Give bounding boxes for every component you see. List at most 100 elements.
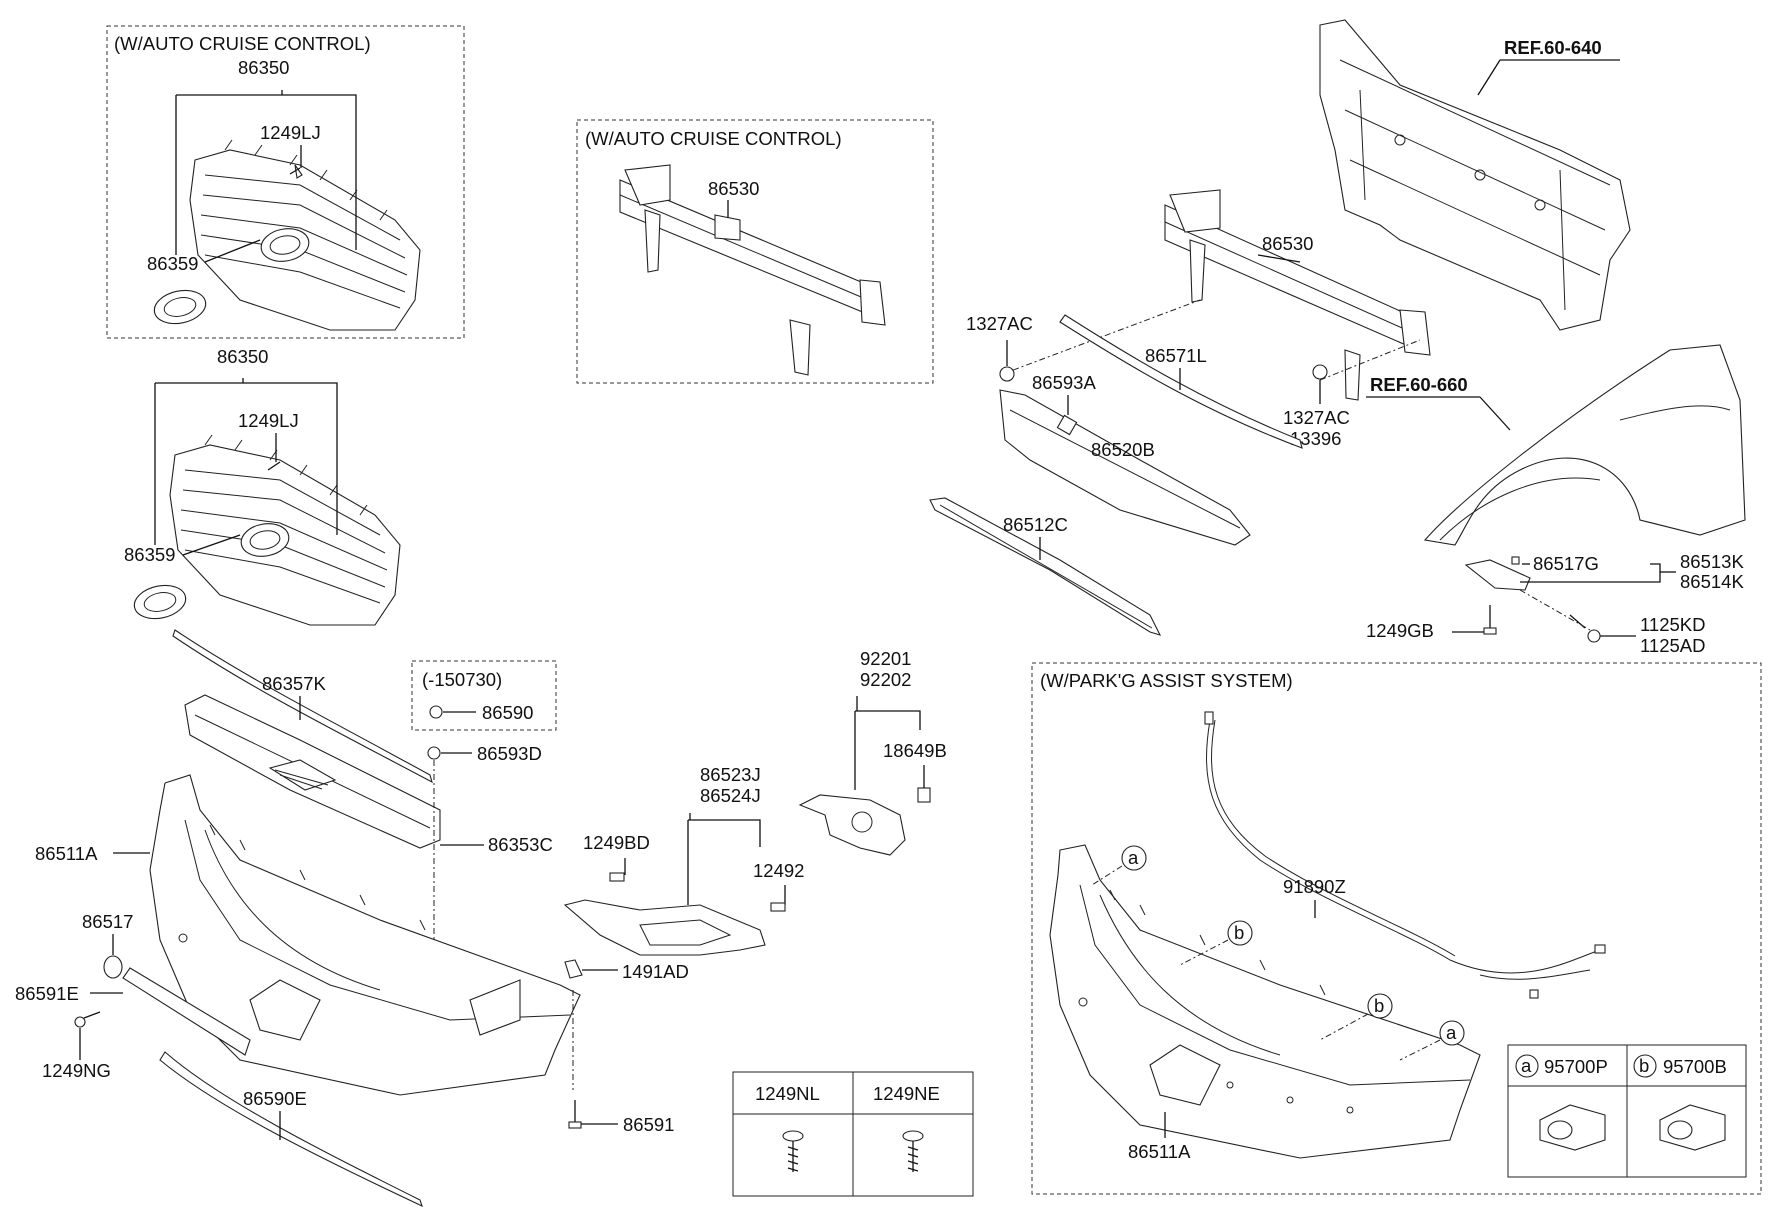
screw-table-col2: 1249NE bbox=[873, 1083, 940, 1104]
svg-text:a: a bbox=[1446, 1022, 1457, 1043]
sensor-key-a: a bbox=[1521, 1055, 1532, 1076]
strip-86571L bbox=[1059, 314, 1303, 449]
park-assist-box-title: (W/PARK'G ASSIST SYSTEM) bbox=[1040, 670, 1293, 691]
label-86353C: 86353C bbox=[488, 834, 553, 855]
label-86590E: 86590E bbox=[243, 1088, 307, 1109]
screw-1249BD bbox=[609, 858, 626, 882]
fog-bezel-86523J bbox=[563, 899, 766, 956]
label-86511A-left: 86511A bbox=[35, 843, 98, 864]
label-91890Z: 91890Z bbox=[1283, 876, 1346, 897]
label-1327AC-left: 1327AC bbox=[966, 313, 1033, 334]
label-86590: 86590 bbox=[482, 702, 533, 723]
clip-1491AD bbox=[564, 959, 583, 979]
label-86512C: 86512C bbox=[1003, 514, 1068, 535]
label-1249LJ-acc: 1249LJ bbox=[260, 122, 321, 143]
label-86591E: 86591E bbox=[15, 983, 79, 1004]
plate-86591E bbox=[122, 967, 251, 1056]
callout-b-1: b bbox=[1179, 920, 1253, 966]
ref-60-660[interactable]: REF.60-660 bbox=[1370, 374, 1468, 395]
beam-acc-drawing bbox=[619, 164, 886, 376]
label-86350-acc: 86350 bbox=[238, 57, 289, 78]
strip-86357K bbox=[172, 629, 433, 784]
label-86571L: 86571L bbox=[1145, 345, 1207, 366]
radiator-support-drawing bbox=[1319, 19, 1631, 331]
label-1327AC-right: 1327AC bbox=[1283, 407, 1350, 428]
label-86517G: 86517G bbox=[1533, 553, 1599, 574]
sensor-part-b: 95700B bbox=[1663, 1056, 1727, 1077]
label-92202: 92202 bbox=[860, 669, 911, 690]
callout-a-1: a bbox=[1091, 845, 1147, 886]
strip-86590E bbox=[159, 1051, 423, 1208]
screw-12492 bbox=[770, 885, 786, 912]
svg-text:a: a bbox=[1128, 847, 1139, 868]
clip-86590 bbox=[429, 705, 443, 719]
label-12492: 12492 bbox=[753, 860, 804, 881]
label-86350-std: 86350 bbox=[217, 346, 268, 367]
grille-std-drawing bbox=[133, 434, 401, 626]
sensor-part-a: 95700P bbox=[1544, 1056, 1608, 1077]
screw-1249NL-icon bbox=[782, 1130, 804, 1172]
bulb-18649B bbox=[917, 765, 931, 803]
label-18649B: 18649B bbox=[883, 740, 947, 761]
sensor-95700B-icon bbox=[1659, 1104, 1726, 1151]
label-86593D: 86593D bbox=[477, 743, 542, 764]
ref-60-640[interactable]: REF.60-640 bbox=[1504, 37, 1602, 58]
screw-table-col1: 1249NL bbox=[755, 1083, 820, 1104]
label-92201: 92201 bbox=[860, 648, 911, 669]
sensor-table: a 95700P b 95700B bbox=[1507, 1044, 1747, 1178]
callout-b-2: b bbox=[1319, 993, 1393, 1041]
label-86517: 86517 bbox=[82, 911, 133, 932]
label-86520B: 86520B bbox=[1091, 439, 1155, 460]
label-86513K: 86513K bbox=[1680, 551, 1744, 572]
beam-acc-box bbox=[576, 119, 934, 384]
clip-86593D bbox=[427, 746, 441, 760]
label-86359-std: 86359 bbox=[124, 544, 175, 565]
label-86524J: 86524J bbox=[700, 785, 761, 806]
harness-91890Z bbox=[1206, 719, 1601, 974]
label-1249LJ-std: 1249LJ bbox=[238, 410, 299, 431]
label-1491AD: 1491AD bbox=[622, 961, 689, 982]
bumper-cover-left bbox=[149, 774, 581, 1096]
sensor-95700P-icon bbox=[1539, 1104, 1606, 1151]
label-86593A: 86593A bbox=[1032, 372, 1096, 393]
fender-drawing bbox=[1423, 344, 1746, 546]
label-86530-std: 86530 bbox=[1262, 233, 1313, 254]
park-assist-box bbox=[1031, 662, 1762, 1195]
label-86357K: 86357K bbox=[262, 673, 326, 694]
cap-86517 bbox=[103, 955, 123, 979]
label-86591: 86591 bbox=[623, 1114, 674, 1135]
svg-text:b: b bbox=[1374, 995, 1384, 1016]
screw-1249NG bbox=[74, 1011, 101, 1028]
bolt-1125KD bbox=[1569, 614, 1601, 643]
screw-86591 bbox=[568, 1100, 582, 1129]
label-1125KD: 1125KD bbox=[1640, 614, 1705, 635]
label-1249GB: 1249GB bbox=[1366, 620, 1434, 641]
label-86514K: 86514K bbox=[1680, 571, 1744, 592]
beam-acc-box-title: (W/AUTO CRUISE CONTROL) bbox=[585, 128, 842, 149]
label-1249NG: 1249NG bbox=[42, 1060, 111, 1081]
label-13396: 13396 bbox=[1290, 428, 1341, 449]
label-1125AD: 1125AD bbox=[1640, 635, 1705, 656]
date-code-box-title: (-150730) bbox=[422, 669, 502, 690]
screw-table: 1249NL 1249NE bbox=[732, 1071, 974, 1197]
beam-std-drawing bbox=[1164, 189, 1431, 401]
screw-1249NE-icon bbox=[902, 1130, 924, 1172]
date-code-box bbox=[411, 660, 557, 731]
bumper-cover-park-assist bbox=[1049, 844, 1481, 1159]
grille-acc-box bbox=[106, 25, 465, 339]
callout-a-2: a bbox=[1399, 1020, 1465, 1061]
label-86523J: 86523J bbox=[700, 764, 761, 785]
fog-lamp-92201 bbox=[798, 794, 906, 856]
screw-1249GB bbox=[1483, 605, 1497, 635]
grille-acc-box-title: (W/AUTO CRUISE CONTROL) bbox=[114, 33, 371, 54]
label-86511A-park: 86511A bbox=[1128, 1141, 1191, 1162]
sensor-key-b: b bbox=[1639, 1055, 1649, 1076]
svg-text:b: b bbox=[1234, 922, 1244, 943]
bracket-86513K bbox=[1464, 559, 1531, 591]
grille-acc-drawing bbox=[153, 139, 421, 331]
label-86359-acc: 86359 bbox=[147, 253, 198, 274]
label-86530-acc: 86530 bbox=[708, 178, 759, 199]
label-1249BD: 1249BD bbox=[583, 832, 650, 853]
